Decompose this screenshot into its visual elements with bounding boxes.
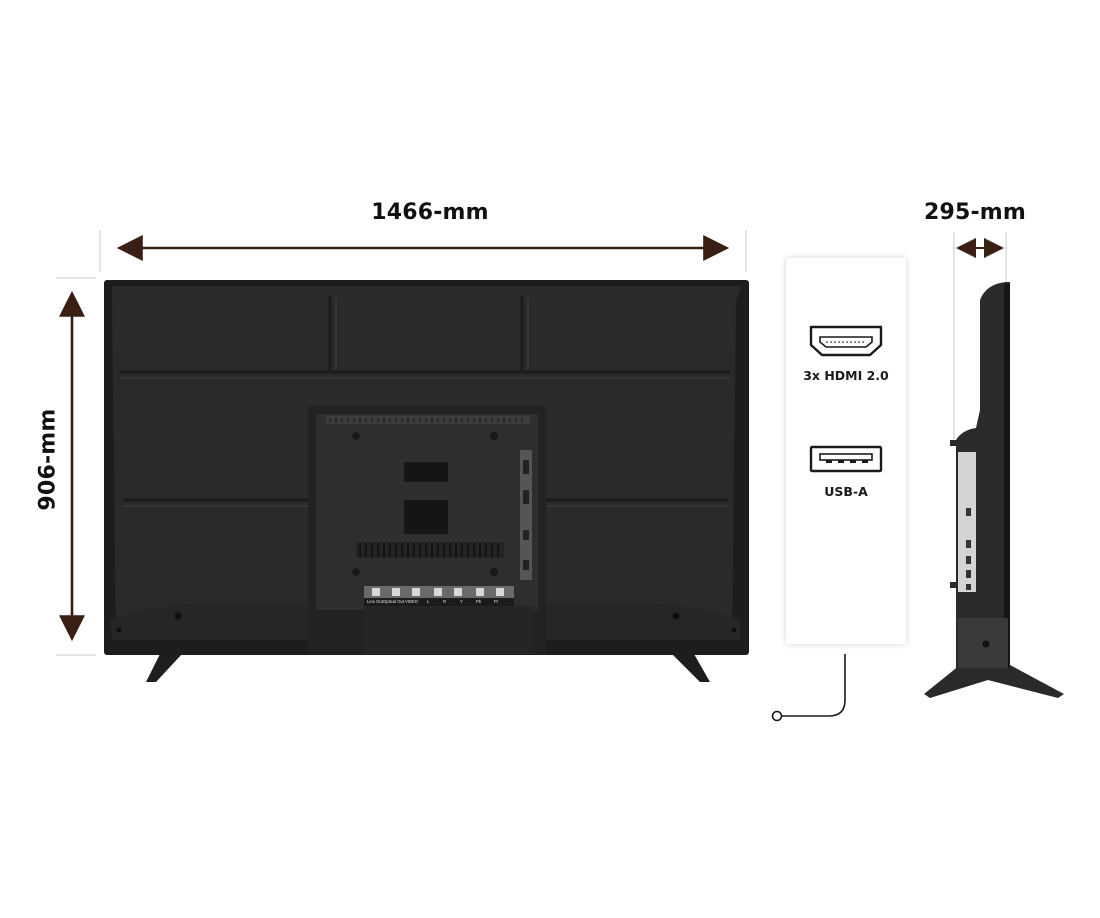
port-callout-line [782,654,846,717]
tv-rear-view [104,280,749,682]
rear-label-line-out: Line Out [367,599,384,604]
width-guide-lines [99,230,747,272]
port-info-panel: 3x HDMI 2.0 USB-A [786,258,906,644]
depth-dimension-label: 295-mm [923,200,1027,225]
height-guide-lines [56,277,96,656]
hdmi-port-icon [809,325,883,357]
side-port-strip [520,450,532,580]
tv-side-view [924,282,1064,698]
port-callout-dot [771,710,783,722]
depth-guide-lines [953,232,1007,440]
width-dimension-label: 1466-mm [371,200,489,225]
port-label-usb: USB-A [824,484,868,499]
rear-panel-labels: Line Out Optical Out VIDEO L R Y Pb Pr [367,599,499,604]
side-io-panel [958,452,976,592]
rear-label-pb: Pb [476,599,482,604]
port-label-hdmi: 3x HDMI 2.0 [803,368,889,383]
right-stand-foot [672,654,710,682]
port-item-usb: USB-A [786,444,906,499]
rear-label-y: Y [460,599,463,604]
height-dimension-label: 906-mm [35,408,61,511]
rear-label-l: L [427,599,430,604]
rear-label-video: VIDEO [405,599,419,604]
rear-label-r: R [443,599,446,604]
side-stand [924,665,1064,698]
left-stand-foot [146,654,182,682]
usb-a-port-icon [809,445,883,473]
rear-label-optical-out: Optical Out [383,599,405,604]
port-item-hdmi: 3x HDMI 2.0 [786,324,906,383]
rear-label-pr: Pr [494,599,499,604]
